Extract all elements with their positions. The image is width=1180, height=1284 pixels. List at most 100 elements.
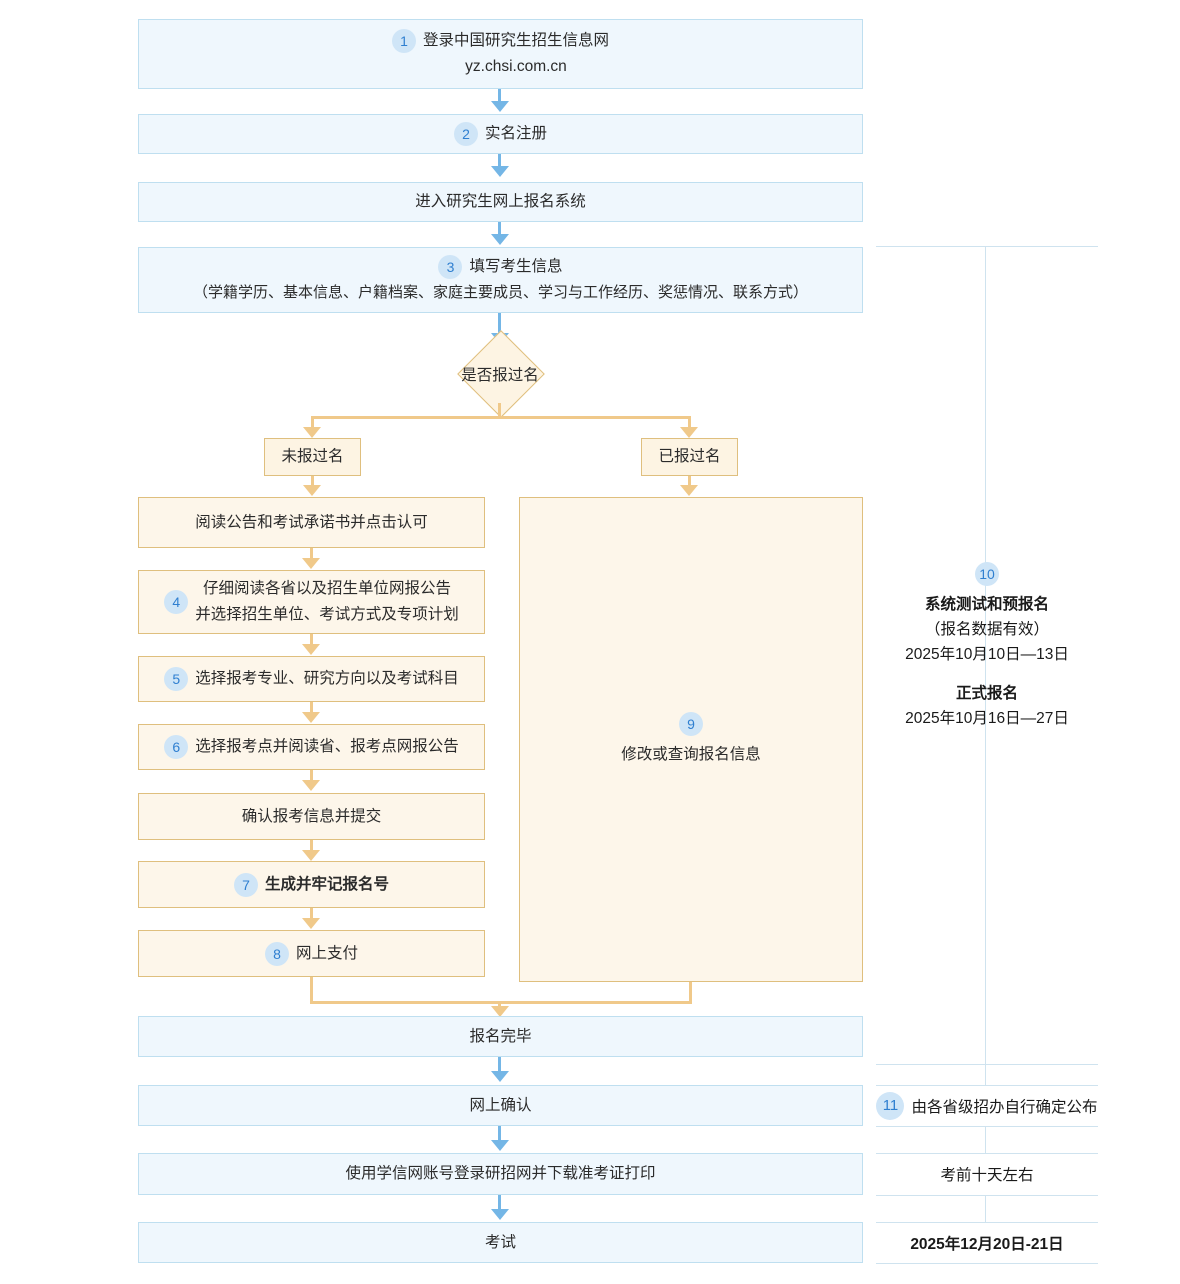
arrow-decision-right xyxy=(680,427,698,438)
node-tail-1[interactable]: 网上确认 xyxy=(138,1085,863,1126)
arrow-merge-down xyxy=(491,1006,509,1017)
node-left-5[interactable]: 7 生成并牢记报名号 xyxy=(138,861,485,908)
timeline-row-1: 考前十天左右 xyxy=(876,1153,1098,1195)
node-enter-system[interactable]: 进入研究生网上报名系统 xyxy=(138,182,863,222)
timeline-subtitle-valid: （报名数据有效） xyxy=(924,621,1049,638)
timeline-row-0: 11 由各省级招办自行确定公布 xyxy=(876,1085,1098,1126)
connector-left-merge xyxy=(310,977,313,1004)
node-left-6-label: 网上支付 xyxy=(295,944,358,962)
step-number-badge-5: 5 xyxy=(164,667,189,691)
timeline-row-2: 2025年12月20日-21日 xyxy=(876,1222,1098,1263)
node-left-1-line1: 仔细阅读各省以及招生单位网报公告 xyxy=(202,580,451,597)
connector-1-2 xyxy=(498,89,501,104)
timeline-title-pretest: 系统测试和预报名 xyxy=(924,596,1049,613)
step-number-badge-3: 3 xyxy=(438,255,463,279)
connector-left-branch-down xyxy=(311,476,314,487)
connector-decision-split xyxy=(311,416,690,419)
timeline-date-formal: 2025年10月16日—27日 xyxy=(905,710,1069,727)
node-left-6[interactable]: 8 网上支付 xyxy=(138,930,485,977)
arrow-decision-left xyxy=(303,427,321,438)
step-number-badge-9: 9 xyxy=(678,711,703,736)
node-step-2[interactable]: 2 实名注册 xyxy=(138,114,863,154)
node-branch-not-registered[interactable]: 未报过名 xyxy=(264,438,361,476)
arrow-left-branch-down xyxy=(303,485,321,496)
node-branch-not-registered-label: 未报过名 xyxy=(281,448,344,465)
node-enter-system-label: 进入研究生网上报名系统 xyxy=(415,193,586,210)
arrow-left-0-1 xyxy=(302,558,320,569)
node-step-1-line1: 登录中国研究生招生信息网 xyxy=(422,32,609,49)
connector-merge-down xyxy=(498,1001,501,1010)
node-step-1[interactable]: 1 登录中国研究生招生信息网 yz.chsi.com.cn xyxy=(138,19,863,89)
node-left-3-label: 选择报考点并阅读省、报考点网报公告 xyxy=(195,738,459,755)
arrow-enter-3 xyxy=(491,234,509,245)
node-decision-registered[interactable]: 是否报过名 xyxy=(448,330,552,418)
timeline-divider-6 xyxy=(876,1222,1098,1223)
node-step-9-label: 修改或查询报名信息 xyxy=(621,745,761,763)
arrow-tail-2-3 xyxy=(491,1209,509,1220)
connector-left-3-4 xyxy=(310,770,313,782)
arrow-left-1-2 xyxy=(302,644,320,655)
timeline-vertical-2 xyxy=(985,1126,986,1153)
connector-right-merge xyxy=(689,982,692,1004)
step-number-badge-2: 2 xyxy=(453,122,478,146)
node-left-1[interactable]: 4 仔细阅读各省以及招生单位网报公告 并选择招生单位、考试方式及专项计划 xyxy=(138,570,485,634)
step-number-badge-10: 10 xyxy=(975,562,999,586)
node-left-5-label: 生成并牢记报名号 xyxy=(264,875,389,893)
timeline-divider-5 xyxy=(876,1195,1098,1196)
timeline-row-2-label: 2025年12月20日-21日 xyxy=(910,1235,1064,1253)
connector-decision-down xyxy=(498,403,501,418)
arrow-left-4-5 xyxy=(302,850,320,861)
node-left-0-label: 阅读公告和考试承诺书并点击认可 xyxy=(195,513,428,531)
step-number-badge-8: 8 xyxy=(264,941,289,966)
connector-3-decision xyxy=(498,313,501,335)
node-branch-registered-label: 已报过名 xyxy=(658,448,721,465)
node-decision-label: 是否报过名 xyxy=(461,367,539,384)
arrow-left-5-6 xyxy=(302,918,320,929)
step-number-badge-11: 11 xyxy=(876,1091,905,1120)
timeline-row-0-label: 由各省级招办自行确定公布 xyxy=(911,1098,1098,1116)
node-branch-registered[interactable]: 已报过名 xyxy=(641,438,738,476)
connector-left-5-6 xyxy=(310,908,313,920)
node-tail-1-label: 网上确认 xyxy=(469,1096,532,1114)
connector-left-0-1 xyxy=(310,548,313,560)
arrow-tail-1-2 xyxy=(491,1140,509,1151)
connector-tail-2-3 xyxy=(498,1195,501,1211)
node-step-9[interactable]: 9 修改或查询报名信息 xyxy=(519,497,863,982)
timeline-date-pretest: 2025年10月10日—13日 xyxy=(905,646,1069,663)
arrow-left-3-4 xyxy=(302,780,320,791)
node-tail-0-label: 报名完毕 xyxy=(469,1027,532,1045)
connector-left-1-2 xyxy=(310,634,313,646)
node-left-0[interactable]: 阅读公告和考试承诺书并点击认可 xyxy=(138,497,485,548)
node-left-1-line2: 并选择招生单位、考试方式及专项计划 xyxy=(195,606,459,623)
connector-left-4-5 xyxy=(310,840,313,852)
step-number-badge-6: 6 xyxy=(164,735,189,759)
timeline-divider-1 xyxy=(876,1064,1098,1065)
node-tail-3-label: 考试 xyxy=(484,1233,516,1251)
timeline-registration-block: 10 系统测试和预报名 （报名数据有效） 2025年10月10日—13日 正式报… xyxy=(876,562,1098,731)
node-step-2-label: 实名注册 xyxy=(484,125,547,142)
timeline-divider-3 xyxy=(876,1126,1098,1127)
arrow-left-2-3 xyxy=(302,712,320,723)
timeline-vertical-3 xyxy=(985,1195,986,1222)
node-tail-0[interactable]: 报名完毕 xyxy=(138,1016,863,1057)
node-left-2[interactable]: 5 选择报考专业、研究方向以及考试科目 xyxy=(138,656,485,702)
node-step-1-line2: yz.chsi.com.cn xyxy=(465,58,567,75)
connector-decision-right xyxy=(688,416,691,430)
node-left-3[interactable]: 6 选择报考点并阅读省、报考点网报公告 xyxy=(138,724,485,770)
timeline-vertical-1 xyxy=(985,1064,986,1085)
node-step-3-line1: 填写考生信息 xyxy=(469,258,563,275)
node-left-4[interactable]: 确认报考信息并提交 xyxy=(138,793,485,840)
timeline-divider-7 xyxy=(876,1263,1098,1264)
node-tail-3[interactable]: 考试 xyxy=(138,1222,863,1263)
step-number-badge-1: 1 xyxy=(391,29,416,53)
connector-decision-left xyxy=(311,416,314,430)
node-step-3[interactable]: 3 填写考生信息 （学籍学历、基本信息、户籍档案、家庭主要成员、学习与工作经历、… xyxy=(138,247,863,313)
connector-left-2-3 xyxy=(310,702,313,714)
timeline-divider-top xyxy=(876,246,1098,247)
arrow-tail-0-1 xyxy=(491,1071,509,1082)
node-tail-2[interactable]: 使用学信网账号登录研招网并下载准考证打印 xyxy=(138,1153,863,1195)
connector-tail-1-2 xyxy=(498,1126,501,1142)
timeline-divider-2 xyxy=(876,1085,1098,1086)
connector-merge-bar xyxy=(310,1001,692,1004)
